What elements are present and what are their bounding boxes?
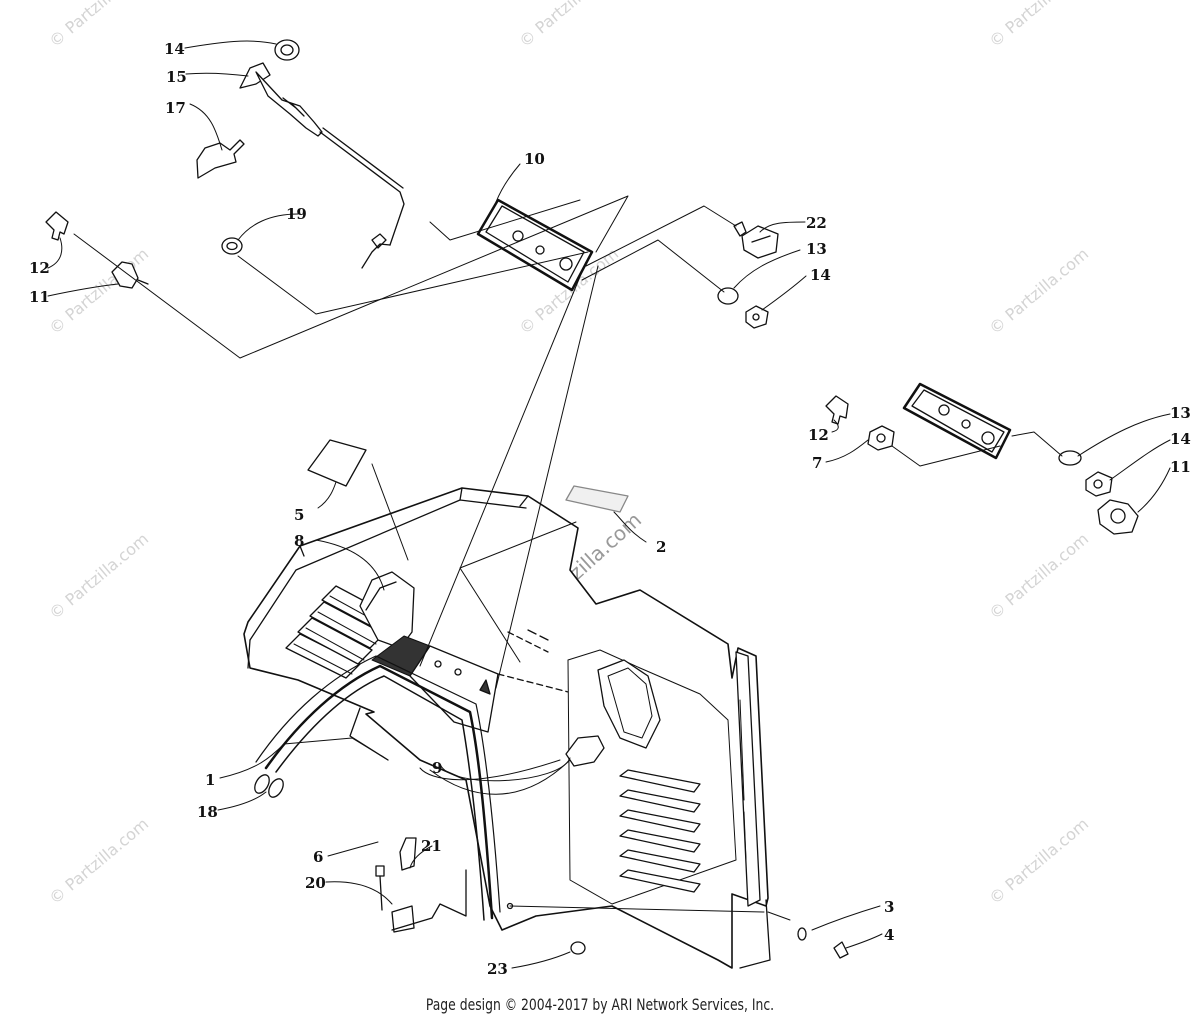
callout-7: 7 [812, 454, 822, 472]
callout-2: 2 [656, 538, 666, 556]
callout-9: 9 [432, 759, 442, 777]
callout-12: 12 [29, 259, 50, 277]
callouts: 14 15 17 10 19 22 13 14 12 11 13 14 11 1… [29, 40, 1191, 978]
callout-22: 22 [806, 214, 827, 232]
callout-18: 18 [197, 803, 218, 821]
leader-lines [47, 40, 1171, 969]
callout-16: 14 [164, 40, 185, 58]
callout-21: 21 [421, 837, 442, 855]
key-and-switch-top [45, 211, 149, 289]
callout-14: 14 [1170, 430, 1191, 448]
callout-12: 12 [808, 426, 829, 444]
watermark: © Partzilla.com [985, 244, 1092, 338]
callout-23: 23 [487, 960, 508, 978]
choke-cable-assembly [196, 39, 405, 269]
watermark: © Partzilla.com [985, 814, 1092, 908]
callout-1: 1 [205, 771, 215, 789]
watermark: © Partzilla.com [45, 529, 152, 623]
decal-2 [565, 485, 629, 513]
callout-5: 5 [294, 506, 304, 524]
callout-8: 8 [294, 532, 304, 550]
callout-4: 4 [884, 926, 894, 944]
watermark: © Partzilla.com [45, 244, 152, 338]
callout-10: 10 [524, 150, 545, 168]
callout-13: 13 [1170, 404, 1191, 422]
switch-panel-right [825, 382, 1139, 535]
footer-copyright: Page design © 2004-2017 by ARI Network S… [425, 995, 775, 1014]
callout-14: 14 [810, 266, 831, 284]
callout-13: 13 [806, 240, 827, 258]
parts-diagram: © Partzilla.com © Partzilla.com © Partzi… [29, 0, 1191, 978]
watermark: © Partzilla.com [985, 0, 1092, 51]
watermark: © Partzilla.com [45, 0, 152, 51]
console-body [243, 487, 771, 969]
callout-19: 19 [286, 205, 307, 223]
decal-5 [307, 439, 367, 487]
callout-6: 6 [313, 848, 323, 866]
callout-11: 11 [29, 288, 50, 306]
toggle-switch-top [717, 221, 779, 329]
callout-11: 11 [1170, 458, 1191, 476]
watermark: © Partzilla.com [515, 0, 622, 51]
watermark: © Partzilla.com [45, 814, 152, 908]
fasteners-bottom [570, 927, 849, 959]
watermark: © Partzilla.com [985, 529, 1092, 623]
callout-3: 3 [884, 898, 894, 916]
callout-20: 20 [305, 874, 326, 892]
callout-17: 17 [165, 99, 186, 117]
callout-15: 15 [166, 68, 187, 86]
